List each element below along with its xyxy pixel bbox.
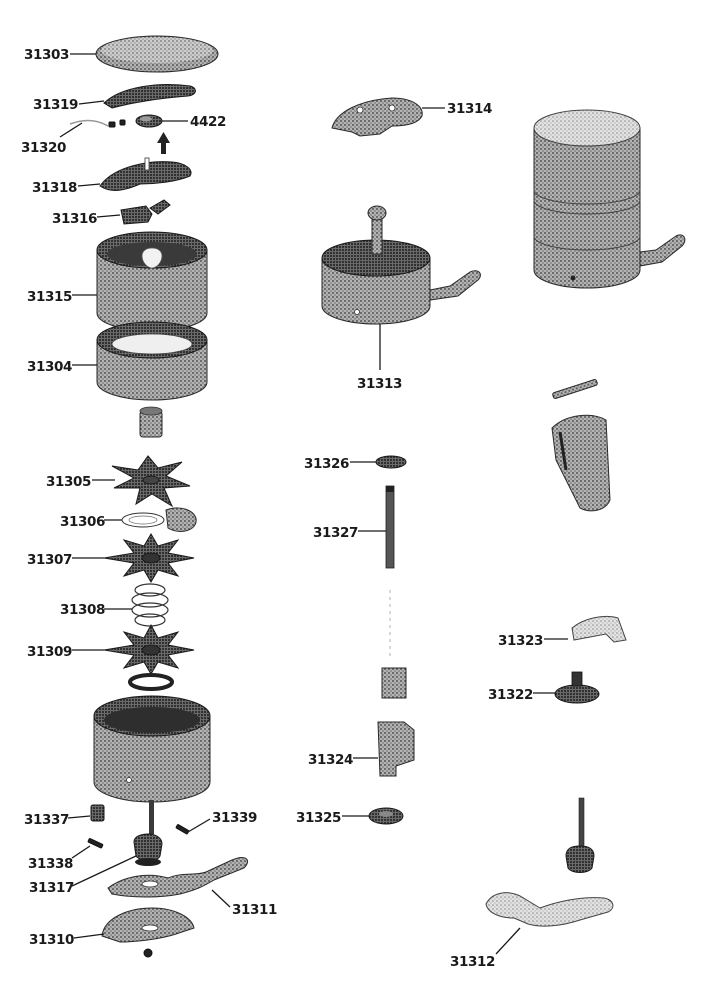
part-31307-star-gear (103, 533, 195, 583)
part-31327-long-shaft (385, 485, 395, 569)
part-31317-drive-knob (133, 833, 163, 866)
label-31325: 31325 (296, 810, 341, 826)
part-31312-crank-arm (485, 892, 614, 927)
label-31308: 31308 (60, 602, 105, 618)
part-31303-lid-disc (95, 35, 219, 73)
label-31310: 31310 (29, 932, 74, 948)
label-31337: 31337 (24, 812, 69, 828)
label-31327: 31327 (313, 525, 358, 541)
label-31326: 31326 (304, 456, 349, 472)
part-31318-cam-plate (99, 157, 192, 191)
label-31312: 31312 (450, 954, 495, 970)
label-31304: 31304 (27, 359, 72, 375)
label-31315: 31315 (27, 289, 72, 305)
part-curved-bracket (551, 414, 611, 512)
part-lower-shaft (149, 800, 154, 834)
label-31307: 31307 (27, 552, 72, 568)
part-31310-base-plate (101, 907, 195, 943)
part-31324-bracket (377, 721, 415, 777)
label-31319: 31319 (33, 97, 78, 113)
part-31308-spring-stack (131, 583, 169, 627)
label-31306: 31306 (60, 514, 105, 530)
label-31324: 31324 (308, 752, 353, 768)
label-31322: 31322 (488, 687, 533, 703)
label-31323: 31323 (498, 633, 543, 649)
assembly-direction-arrow (157, 132, 170, 154)
part-31313-grinder-body (321, 205, 481, 325)
part-31323-bent-plate (571, 615, 627, 643)
part-31339-pin (175, 824, 190, 835)
part-31309-star-gear (103, 623, 195, 675)
part-31311-crank-arm (107, 857, 248, 898)
label-31305: 31305 (46, 474, 91, 490)
part-31306-washer (121, 507, 197, 532)
label-31320: 31320 (21, 140, 66, 156)
label-31303: 31303 (24, 47, 69, 63)
part-31319-upper-blade (103, 84, 196, 109)
part-31316-small-lever (120, 199, 171, 225)
label-31309: 31309 (27, 644, 72, 660)
part-31314-clamp-top (331, 97, 423, 137)
part-31326-small-disc (375, 455, 407, 469)
part-31338-pin (87, 838, 104, 849)
part-bushing (139, 406, 163, 438)
part-right-shaft (565, 797, 595, 873)
part-31325-gear (368, 807, 404, 825)
part-block (381, 667, 407, 699)
part-31305-star-rotor (111, 455, 191, 508)
part-31322-gear-disc (554, 671, 600, 704)
part-31315-housing (96, 231, 208, 332)
label-31316: 31316 (52, 211, 97, 227)
assembled-grinder (533, 109, 686, 289)
part-bottom-screw (143, 948, 153, 958)
label-4422: 4422 (190, 114, 226, 130)
part-31320-spring-wire (69, 119, 126, 128)
part-small-rod (552, 379, 598, 399)
part-lower-housing (93, 695, 211, 803)
part-31304-ring (96, 321, 208, 401)
part-31337-small-cylinder (90, 804, 105, 822)
label-31311: 31311 (232, 902, 277, 918)
label-31317: 31317 (29, 880, 74, 896)
part-4422-small-oval (135, 114, 163, 128)
label-31314: 31314 (447, 101, 492, 117)
part-o-ring (128, 673, 174, 691)
label-31339: 31339 (212, 810, 257, 826)
label-31318: 31318 (32, 180, 77, 196)
label-31313: 31313 (357, 376, 402, 392)
label-31338: 31338 (28, 856, 73, 872)
